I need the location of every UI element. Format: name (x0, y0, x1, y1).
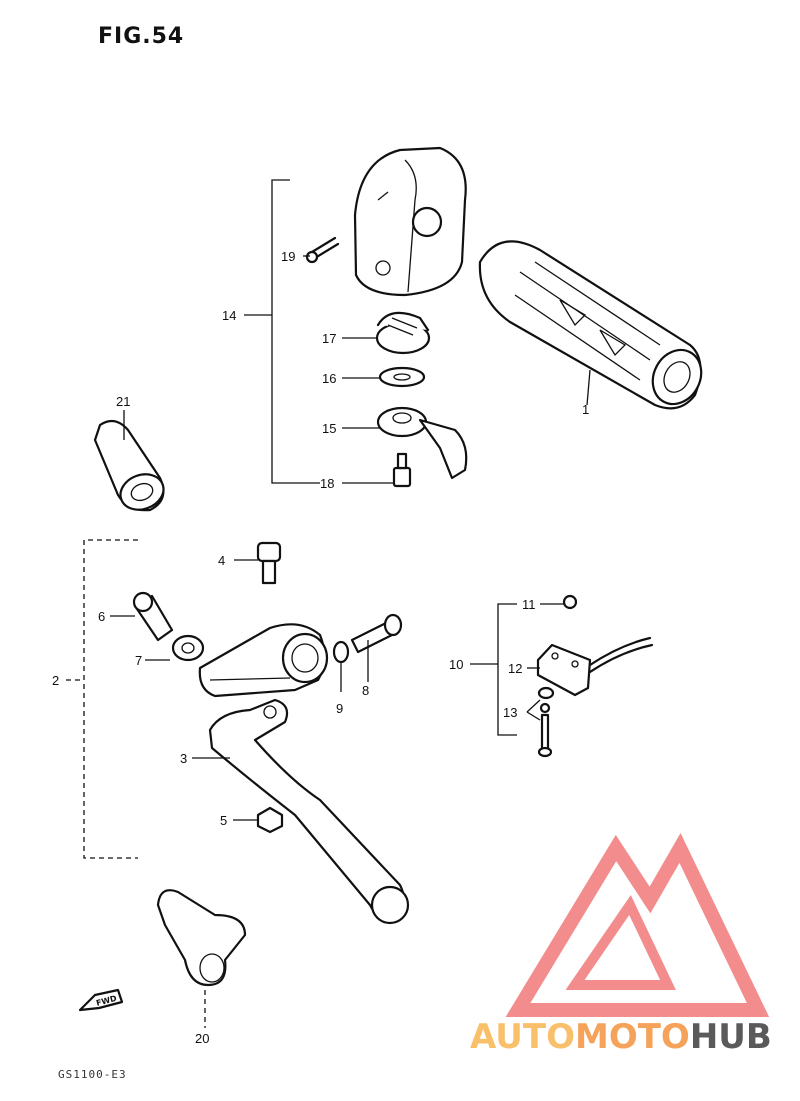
label-5: 5 (220, 813, 227, 828)
grip-part (478, 240, 703, 410)
pivot-bolt-4-part (256, 541, 282, 585)
label-2: 2 (52, 673, 59, 688)
label-14: 14 (222, 308, 236, 323)
throttle-housing-part (353, 146, 467, 297)
washer-16-part (378, 366, 426, 388)
screw-11-part (562, 594, 578, 610)
forward-arrow-icon: FWD (78, 988, 124, 1012)
nut-5-part (256, 806, 284, 834)
label-10: 10 (449, 657, 463, 672)
screw-8-part (350, 613, 403, 654)
label-19: 19 (281, 249, 295, 264)
cable-guide-17-part (375, 311, 431, 355)
label-1: 1 (582, 402, 589, 417)
screw-13-part (537, 686, 555, 758)
figure-code: GS1100-E3 (58, 1068, 127, 1081)
label-13: 13 (503, 705, 517, 720)
switch-10-part (536, 636, 654, 697)
washer-7-part (171, 634, 205, 662)
watermark-text: AUTOMOTOHUB (470, 1017, 772, 1057)
washer-9-part (332, 640, 350, 664)
label-11: 11 (522, 597, 536, 612)
watermark-hub: HUB (689, 1017, 772, 1057)
label-18: 18 (320, 476, 334, 491)
label-21: 21 (116, 394, 130, 409)
callout-labels: 1 2 3 4 5 6 7 8 9 10 11 12 13 14 15 16 1… (52, 249, 589, 1046)
label-12: 12 (508, 661, 522, 676)
boot-20-part (156, 889, 247, 987)
watermark-logo-icon (505, 833, 770, 1017)
label-20: 20 (195, 1031, 209, 1046)
throttle-pulley-15-part (376, 406, 468, 480)
label-15: 15 (322, 421, 336, 436)
label-16: 16 (322, 371, 336, 386)
screw-19-part (305, 236, 340, 264)
label-8: 8 (362, 683, 369, 698)
bolt-6-part (132, 591, 174, 642)
label-7: 7 (135, 653, 142, 668)
label-6: 6 (98, 609, 105, 624)
watermark-moto: MOTO (574, 1017, 690, 1057)
watermark-auto: AUTO (470, 1017, 575, 1057)
boot-21-part (93, 419, 165, 512)
label-3: 3 (180, 751, 187, 766)
leader-lines (66, 179, 591, 1028)
lever-bracket-part (198, 623, 329, 698)
label-17: 17 (322, 331, 336, 346)
label-4: 4 (218, 553, 225, 568)
bolt-18-part (392, 452, 412, 488)
figure-title: FIG.54 (98, 24, 185, 49)
lever-3-part (208, 698, 410, 925)
label-9: 9 (336, 701, 343, 716)
